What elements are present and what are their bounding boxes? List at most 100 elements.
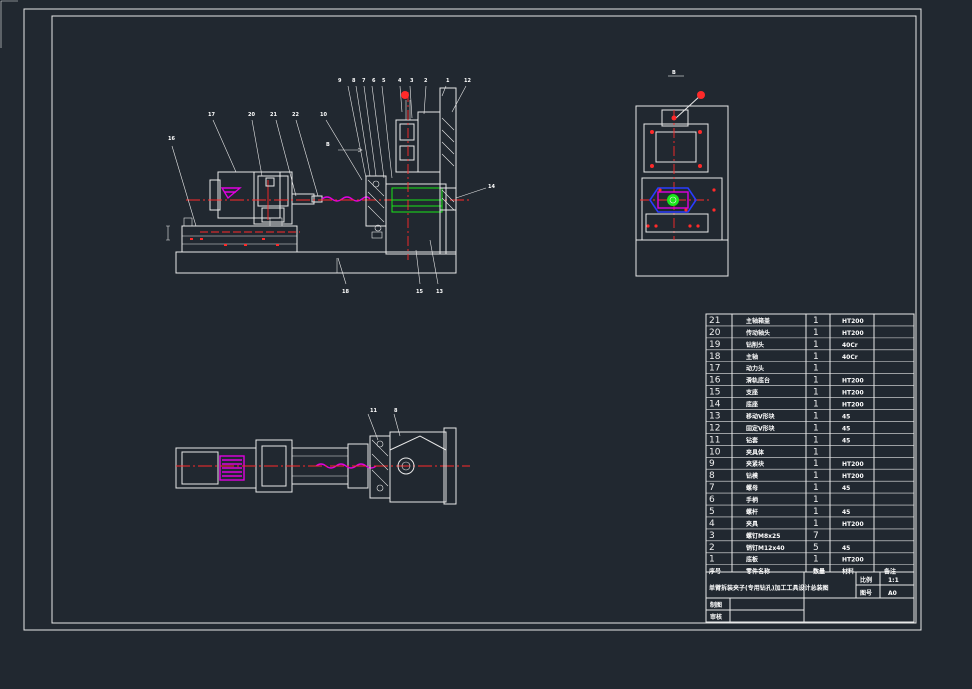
bom-cell-name: 夹具 [746,520,758,528]
callout-15: 15 [416,289,423,295]
bom-cell-no: 20 [709,328,721,338]
main-view-callouts: 16 17 18 20 21 22 10 9 8 7 6 5 4 3 2 1 1… [168,78,495,295]
callout-2: 2 [424,78,428,84]
callout-10: 10 [320,112,327,118]
callout-6: 6 [372,78,376,84]
bom-cell-name: 手柄 [746,496,758,504]
callout-9: 9 [338,78,342,84]
bom-cell-mat: HT200 [842,557,864,564]
bom-cell-no: 15 [709,388,720,398]
plan-motor-hatch [219,455,245,481]
callout-14: 14 [488,184,495,190]
plan-callout-11: 11 [370,408,377,414]
callout-3: 3 [410,78,414,84]
bom-cell-qty: 1 [813,328,819,338]
bom-cell-no: 18 [709,352,721,362]
callout-1: 1 [446,78,450,84]
bom-cell-mat: 45 [842,509,850,516]
v-block-blue [649,187,697,213]
bom-cell-no: 12 [709,423,720,433]
bom-cell-qty: 1 [813,555,819,565]
bom-cell-name: 底板 [746,556,759,564]
drill-bit-main [321,196,371,202]
bom-cell-no: 16 [709,376,721,386]
bom-cell-no: 19 [709,340,721,350]
bom-cell-no: 17 [709,364,720,374]
drill-jig-block [365,175,387,227]
bom-cell-mat: HT200 [842,318,864,325]
bom-cell-no: 13 [709,411,720,421]
callout-22: 22 [292,112,299,118]
sheet-label: 图号 [860,589,872,597]
bom-cell-name: 底座 [746,401,758,409]
bom-cell-no: 3 [709,531,715,541]
callout-21: 21 [270,112,277,118]
base-plate [175,251,457,274]
callout-8: 8 [352,78,356,84]
bom-cell-no: 11 [709,435,720,445]
bom-cell-qty: 7 [813,531,819,541]
bom-cell-qty: 1 [813,435,819,445]
section-arrow-label: B [326,142,330,148]
spindle [291,193,315,205]
bom-cell-qty: 5 [813,543,819,553]
bom-cell-qty: 1 [813,483,819,493]
bom-cell-no: 7 [709,483,715,493]
check-label: 审核 [710,613,722,621]
bom-cell-qty: 1 [813,507,819,517]
bom-cell-mat: 45 [842,413,850,420]
section-view-label: B [672,70,676,76]
bom-cell-name: 移动V形块 [746,412,776,420]
workpiece-magenta [657,191,689,209]
bom-cell-name: 传动轴头 [745,329,770,337]
bom-cell-no: 10 [709,447,721,457]
bom-cell-name: 钻模 [746,472,759,480]
bom-cell-no: 21 [709,316,720,326]
workpiece-bore [667,194,679,206]
handle-knob [401,91,409,99]
bom-cell-name: 螺钉M8x25 [746,532,780,540]
bom-cell-no: 2 [709,543,715,553]
bom-cell-no: 5 [709,507,715,517]
callout-16: 16 [168,136,175,142]
power-head-hatch [220,187,242,200]
plan-view: 11 8 [175,408,470,505]
bom-cell-mat: HT200 [842,473,864,480]
bom-cell-qty: 1 [813,411,819,421]
bom-cell-qty: 1 [813,459,819,469]
bom-cell-qty: 1 [813,388,819,398]
callout-12: 12 [464,78,471,84]
callout-17: 17 [208,112,215,118]
bom-cell-qty: 1 [813,352,819,362]
sheet-value: A0 [888,590,897,597]
bom-cell-name: 夹紧块 [746,460,765,468]
bom-cell-name: 固定V形块 [746,424,776,432]
corner-marker [0,0,18,48]
bom-cell-mat: HT200 [842,521,864,528]
scale-value: 1:1 [888,577,899,584]
scale-label: 比例 [860,576,872,584]
bom-cell-mat: HT200 [842,378,864,385]
bom-cell-qty: 1 [813,376,819,386]
bom-cell-no: 14 [709,400,721,410]
bom-cell-name: 销钉M12x40 [746,544,785,552]
callout-18: 18 [342,289,349,295]
bom-cell-no: 8 [709,471,715,481]
slide-rail-base [181,225,298,253]
plan-hole [397,457,415,475]
bom-cell-qty: 1 [813,447,819,457]
bom-cell-qty: 1 [813,316,819,326]
bom-cell-mat: HT200 [842,402,864,409]
callout-5: 5 [382,78,386,84]
bom-cell-no: 6 [709,495,715,505]
callout-4: 4 [398,78,402,84]
bom-cell-qty: 1 [813,495,819,505]
fixture-body [385,183,447,255]
bom-cell-mat: 45 [842,425,850,432]
drawn-label: 制图 [710,601,722,609]
bom-cell-name: 滑轨底台 [746,377,770,385]
drawing-title: 单臂拆装夹子(专用钻孔)加工工具设计总装图 [709,584,829,592]
